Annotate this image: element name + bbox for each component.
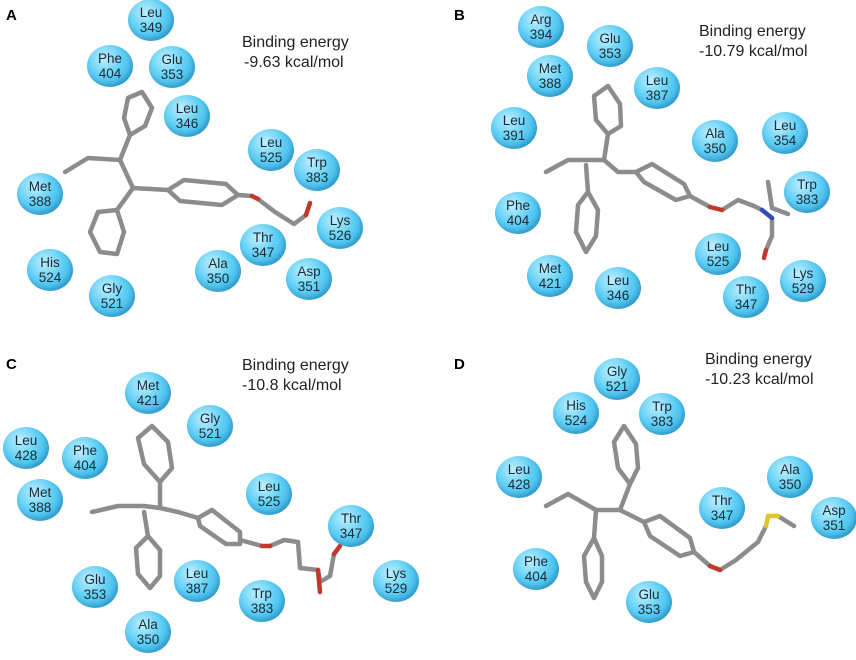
binding-energy-label: Binding energy	[242, 34, 349, 51]
panel-label: C	[6, 356, 17, 373]
panel-label: B	[454, 7, 465, 24]
binding-energy-value: -10.79 kcal/mol	[699, 43, 808, 60]
binding-energy: Binding energy -10.8 kcal/mol	[242, 356, 349, 396]
ligand-structure	[62, 89, 313, 257]
panel-label: A	[6, 7, 17, 24]
panel-label: D	[454, 356, 465, 373]
binding-energy-label: Binding energy	[242, 357, 349, 374]
binding-energy-label: Binding energy	[705, 351, 812, 368]
binding-energy: Binding energy -10.23 kcal/mol	[705, 350, 814, 390]
binding-energy-value: -10.8 kcal/mol	[242, 377, 342, 394]
ligand-structure	[543, 83, 791, 261]
binding-energy: Binding energy -10.79 kcal/mol	[699, 22, 808, 62]
binding-energy-label: Binding energy	[699, 23, 806, 40]
ligand-structure	[89, 423, 343, 595]
binding-energy-value: -9.63 kcal/mol	[244, 54, 344, 71]
ligand-structure	[543, 423, 797, 601]
binding-energy: Binding energy -9.63 kcal/mol	[242, 33, 349, 73]
binding-energy-value: -10.23 kcal/mol	[705, 371, 814, 388]
